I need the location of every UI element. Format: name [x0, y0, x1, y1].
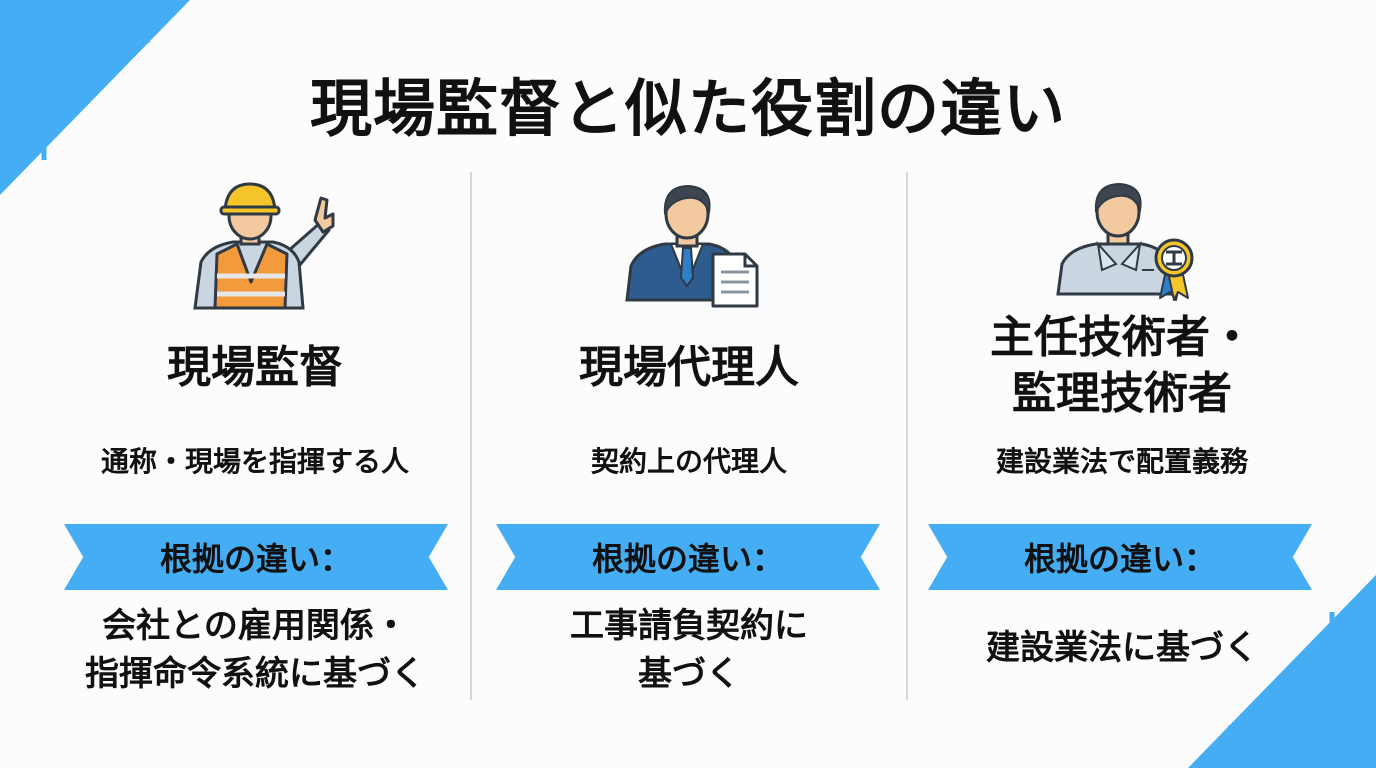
- role-description: 通称・現場を指揮する人: [100, 445, 409, 478]
- basis-label: 根拠の違い：: [591, 540, 784, 578]
- construction-worker-icon: [193, 182, 335, 310]
- column-divider: [470, 172, 472, 700]
- role-column-site-supervisor: 現場監督 通称・現場を指揮する人 根拠の違い： 会社との雇用関係・ 指揮命令系統…: [40, 170, 470, 710]
- basis-text: 工事請負契約に 基づく: [570, 606, 808, 694]
- basis-text: 建設業法に基づく: [986, 628, 1258, 668]
- basis-label: 根拠の違い：: [1023, 540, 1216, 578]
- role-name: 主任技術者・ 監理技術者: [990, 312, 1254, 419]
- basis-text: 会社との雇用関係・ 指揮命令系統に基づく: [85, 606, 425, 694]
- role-column-site-agent: 現場代理人 契約上の代理人 根拠の違い： 工事請負契約に 基づく: [472, 170, 906, 710]
- role-column-chief-engineer: 主任技術者・ 監理技術者 建設業法で配置義務 根拠の違い： 建設業法に基づく: [908, 170, 1336, 710]
- basis-ribbon: 根拠の違い：: [928, 524, 1312, 590]
- column-divider: [906, 172, 908, 700]
- engineer-badge-icon: [1056, 182, 1194, 301]
- role-name: 現場代理人: [579, 342, 799, 393]
- role-description: 契約上の代理人: [590, 445, 787, 478]
- basis-ribbon: 根拠の違い：: [64, 524, 448, 590]
- role-description: 建設業法で配置義務: [995, 445, 1248, 478]
- businessman-document-icon: [625, 184, 759, 308]
- basis-label: 根拠の違い：: [159, 540, 352, 578]
- basis-ribbon: 根拠の違い：: [496, 524, 880, 590]
- role-name: 現場監督: [167, 342, 343, 393]
- page-title: 現場監督と似た役割の違い: [309, 72, 1066, 145]
